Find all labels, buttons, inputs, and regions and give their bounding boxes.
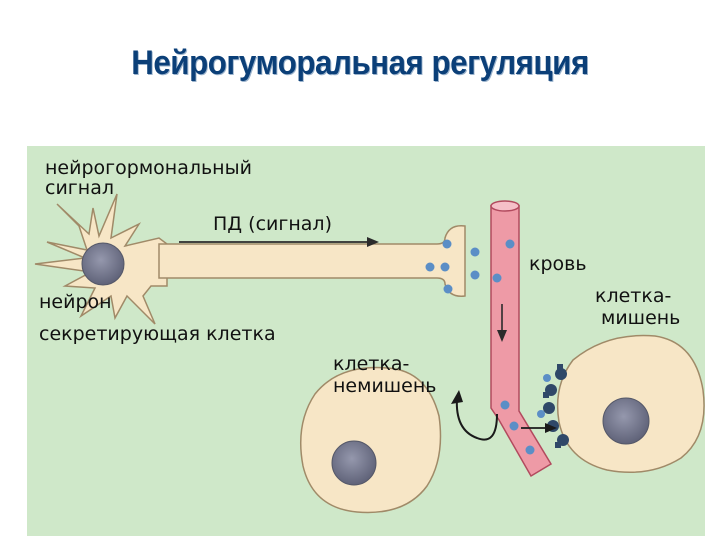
ap-arrowhead [367,237,379,247]
terminal-granule [442,239,452,249]
label-neuron: нейрон [39,291,112,313]
label-secreting-cell: секретирующая клетка [39,323,276,345]
bound-hormone-dot [537,410,545,418]
blood-vessel [490,205,553,478]
label-neurohormonal-signal-2: сигнал [45,177,114,199]
label-neurohormonal-signal-1: нейрогормональный [45,157,252,179]
target-nucleus [602,397,650,445]
terminal-granule [425,262,435,272]
diagram-drawing [34,193,705,514]
nontarget-nucleus [331,440,377,486]
hormone-dot [470,247,480,257]
terminal-granule [443,284,453,294]
label-target-cell-1: клетка- [595,285,672,307]
target-receptors [543,364,569,448]
slide-title: Нейрогуморальная регуляция [131,44,589,82]
blood-hormone-dot [500,400,510,410]
blood-hormone-dot [509,421,519,431]
nontarget-arrow [455,397,498,441]
bound-hormone-dot [543,374,551,382]
label-nontarget-cell-1: клетка- [333,353,410,375]
label-nontarget-cell-2: немишень [333,375,437,397]
nontarget-cell [300,366,442,514]
blood-vessel-opening [490,200,520,212]
hormone-dot [470,270,480,280]
terminal-granule [440,262,450,272]
neuron-nucleus [81,242,125,286]
nontarget-arrowhead [451,390,463,404]
blood-hormone-dot [525,445,535,455]
label-blood: кровь [529,253,587,275]
blood-flow-arrowhead [497,330,507,342]
label-target-cell-2: мишень [601,307,681,329]
neurohumoral-diagram: нейрогормональный сигнал ПД (сигнал) кро… [27,146,705,536]
label-action-potential: ПД (сигнал) [213,213,332,235]
axon [158,225,466,297]
blood-hormone-dot [492,273,502,283]
blood-hormone-dot [505,239,515,249]
target-arrowhead [545,423,557,433]
